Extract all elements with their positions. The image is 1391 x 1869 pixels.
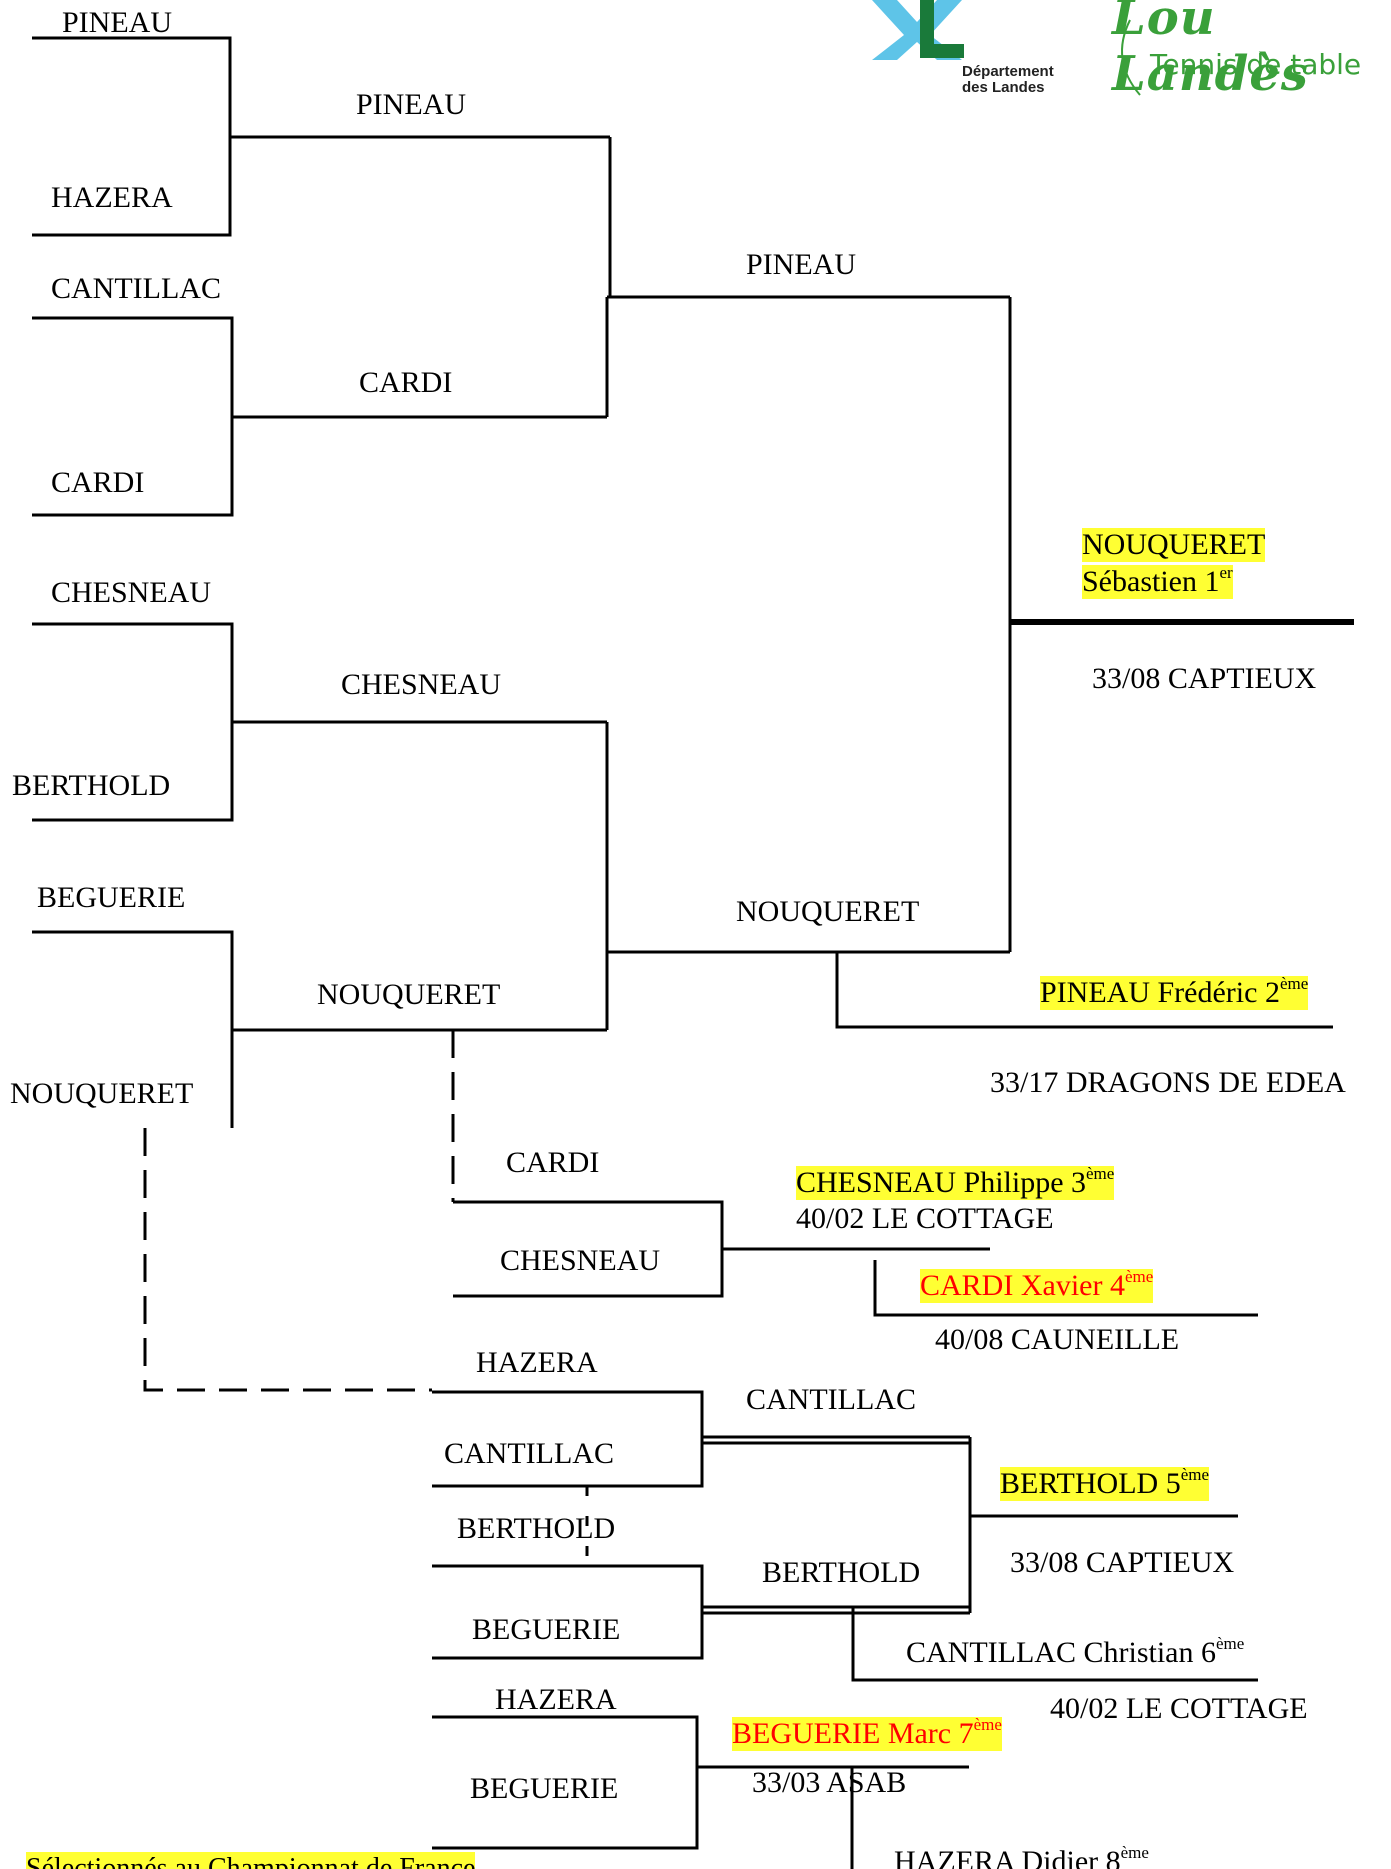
xl-logo-icon: [872, 0, 964, 60]
sixth-place-club: 40/02 LE COTTAGE: [1050, 1692, 1308, 1725]
match-line-beguerie-nouqueret: [32, 930, 234, 1128]
sixth-place-name: CANTILLAC Christian 6ème: [906, 1634, 1245, 1669]
r1-name: CHESNEAU: [51, 576, 212, 609]
eighth-place-name: HAZERA Didier 8ème: [894, 1843, 1149, 1869]
playoff-58-entrant: BERTHOLD: [457, 1512, 616, 1545]
fifth-place-club: 33/08 CAPTIEUX: [1010, 1546, 1235, 1579]
playoff-58-winner: CANTILLAC: [746, 1383, 916, 1416]
playoff-58-entrant: CANTILLAC: [444, 1437, 614, 1470]
playoff-34-entrant: CARDI: [506, 1146, 600, 1179]
third-place-club: 40/02 LE COTTAGE: [796, 1202, 1054, 1235]
lou-landes-subtitle: Tennis de table: [1150, 48, 1362, 81]
r1-name: BEGUERIE: [37, 881, 186, 914]
playoff-34-entrant: CHESNEAU: [500, 1244, 661, 1277]
dept-line1: Département: [962, 63, 1054, 80]
r1-name: HAZERA: [51, 181, 173, 214]
r2-name: CARDI: [359, 366, 453, 399]
departement-landes-logo: Département des Landes: [862, 0, 1092, 100]
r1-name: BERTHOLD: [12, 769, 171, 802]
lou-landes-title: Lou Landès: [1112, 0, 1309, 102]
first-place-club: 33/08 CAPTIEUX: [1092, 662, 1317, 695]
second-place-name: PINEAU Frédéric 2ème: [1040, 974, 1309, 1010]
lou-landes-logo: Lou Landès Tennis de table: [1090, 0, 1390, 102]
r1-name: NOUQUERET: [10, 1077, 194, 1110]
fifth-place-name: BERTHOLD 5ème: [1000, 1465, 1210, 1501]
playoff-58-entrant: BEGUERIE: [472, 1613, 621, 1646]
selection-note: Sélectionnés au Championnat de France: [26, 1852, 476, 1869]
dept-line2: des Landes: [962, 79, 1045, 96]
third-place-name: CHESNEAU Philippe 3ème: [796, 1164, 1115, 1200]
playoff-78-entrant: BEGUERIE: [470, 1772, 619, 1805]
fourth-place-name: CARDI Xavier 4ème: [920, 1267, 1154, 1303]
swoosh-icon: [1121, 19, 1141, 96]
seventh-place-club: 33/03 ASAB: [752, 1766, 907, 1799]
r1-name: CANTILLAC: [51, 272, 221, 305]
r3-name: NOUQUERET: [736, 895, 920, 928]
first-place-name: NOUQUERET: [1082, 528, 1266, 562]
r1-name: PINEAU: [62, 6, 172, 39]
playoff-58-winner: BERTHOLD: [762, 1556, 921, 1589]
r2-name: CHESNEAU: [341, 668, 502, 701]
r1-name: CARDI: [51, 466, 145, 499]
r3-name: PINEAU: [746, 248, 856, 281]
second-place-club: 33/17 DRAGONS DE EDEA: [990, 1066, 1346, 1099]
playoff-78-entrant: HAZERA: [495, 1683, 617, 1716]
playoff-58-entrant: HAZERA: [476, 1346, 598, 1379]
r2-name: PINEAU: [356, 88, 466, 121]
r2-name: NOUQUERET: [317, 978, 501, 1011]
fourth-place-club: 40/08 CAUNEILLE: [935, 1323, 1180, 1356]
first-place-name-line2: Sébastien 1er: [1082, 563, 1233, 599]
seventh-place-name: BEGUERIE Marc 7ème: [732, 1715, 1002, 1751]
